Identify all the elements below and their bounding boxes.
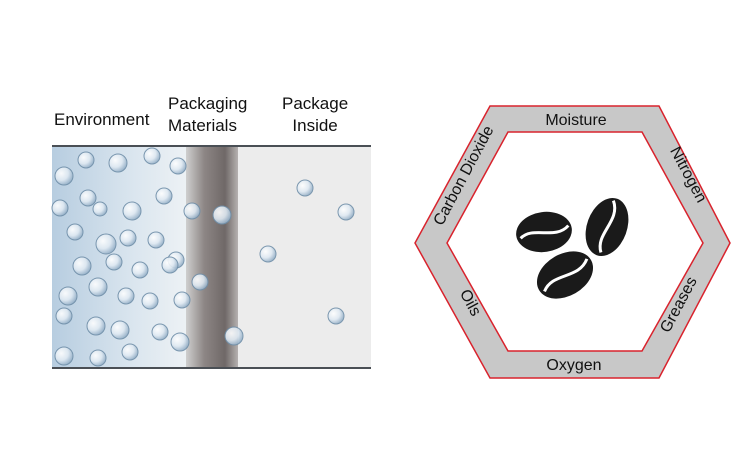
gas-molecule	[110, 320, 130, 340]
gas-molecule	[259, 245, 277, 263]
inside-label-line1: Package	[282, 94, 349, 113]
gas-molecule	[131, 261, 149, 279]
gas-molecule	[224, 326, 244, 346]
gas-molecule	[108, 153, 128, 173]
gas-molecule	[77, 151, 95, 169]
gas-molecule	[327, 307, 345, 325]
package-inside-region	[238, 146, 371, 368]
gas-molecule	[296, 179, 314, 197]
gas-molecule	[119, 229, 137, 247]
gas-molecule	[58, 286, 78, 306]
gas-molecule	[88, 277, 108, 297]
gas-molecule	[66, 223, 84, 241]
gas-molecule	[122, 201, 142, 221]
gas-molecules	[51, 147, 355, 367]
gas-molecule	[212, 205, 232, 225]
gas-molecule	[105, 253, 123, 271]
gas-molecule	[151, 323, 169, 341]
gas-molecule	[92, 201, 108, 217]
inside-label-line2: Inside	[292, 116, 338, 135]
hex-label-oxygen: Oxygen	[546, 357, 601, 374]
gas-molecule	[72, 256, 92, 276]
gas-molecule	[89, 349, 107, 367]
packaging-materials-label: Packaging Materials	[168, 93, 247, 137]
gas-molecule	[51, 199, 69, 217]
gas-molecule	[141, 292, 159, 310]
gas-molecule	[95, 233, 117, 255]
gas-molecule	[183, 202, 201, 220]
packaging-label-line2: Materials	[168, 116, 237, 135]
gas-molecule	[121, 343, 139, 361]
environment-label-text: Environment	[54, 110, 150, 129]
environment-label: Environment	[54, 109, 149, 131]
coffee-beans-icon	[516, 197, 629, 299]
barrier-hexagon: Moisture Oxygen Carbon Dioxide Nitrogen …	[414, 105, 731, 379]
gas-molecule	[173, 291, 191, 309]
gas-molecule	[143, 147, 161, 165]
gas-molecule	[169, 157, 187, 175]
gas-molecule	[79, 189, 97, 207]
gas-molecule	[86, 316, 106, 336]
gas-molecule	[147, 231, 165, 249]
gas-molecule	[54, 346, 74, 366]
gas-molecule	[54, 166, 74, 186]
gas-molecule	[337, 203, 355, 221]
gas-molecule	[170, 332, 190, 352]
hexagon-inner	[446, 131, 704, 352]
packaging-label-line1: Packaging	[168, 94, 248, 113]
gas-molecule	[55, 307, 73, 325]
hex-label-moisture: Moisture	[545, 112, 606, 129]
package-inside-label: Package Inside	[282, 93, 348, 137]
permeation-diagram	[51, 145, 371, 369]
gas-molecule	[117, 287, 135, 305]
gas-molecule	[161, 256, 179, 274]
gas-molecule	[191, 273, 209, 291]
gas-molecule	[155, 187, 173, 205]
